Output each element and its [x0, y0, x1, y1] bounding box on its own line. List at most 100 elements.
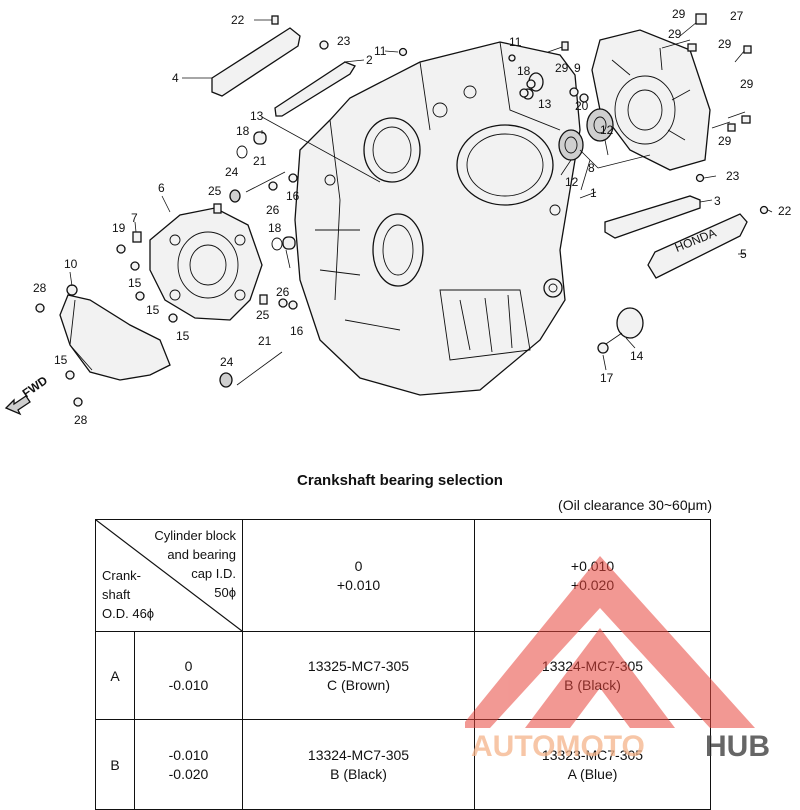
- callout-21: 21: [253, 154, 267, 168]
- col-header-line: +0.010: [570, 557, 615, 574]
- callout-5: 5: [740, 247, 747, 261]
- callout-18-b: 18: [517, 64, 531, 78]
- cylinder-block: [294, 41, 581, 396]
- bearing-cell: 13324-MC7-305 B (Black): [242, 719, 475, 810]
- bearing-cell: 13325-MC7-305 C (Brown): [242, 631, 475, 720]
- callout-25: 25: [208, 184, 222, 198]
- fwd-arrow: FWD: [4, 373, 51, 416]
- table-corner-header: Cylinder block and bearing cap I.D. 50ϕ …: [95, 519, 243, 632]
- corner-bottom-line: O.D. 46ϕ: [102, 606, 155, 621]
- od-range-line: 0: [184, 657, 193, 674]
- bearing-color-code: B (Black): [564, 676, 621, 693]
- corner-top-line: and bearing: [167, 547, 236, 562]
- callout-29-e: 29: [740, 77, 754, 91]
- callout-12: 12: [600, 123, 614, 137]
- watermark-text-right: HUB: [705, 730, 770, 763]
- callout-1: 1: [590, 186, 597, 200]
- bearing-part-number: 13325-MC7-305: [307, 657, 410, 674]
- callout-15-d: 15: [54, 353, 68, 367]
- callout-7: 7: [131, 211, 138, 225]
- col-header-line: +0.020: [570, 576, 615, 593]
- bearing-color-code: C (Brown): [326, 676, 390, 693]
- table-row: B -0.010 -0.020 13324-MC7-305 B (Black) …: [95, 719, 711, 810]
- bearing-cell: 13323-MC7-305 A (Blue): [474, 719, 711, 810]
- corner-bottom-line: Crank-: [102, 568, 142, 583]
- corner-bottom-line: shaft: [102, 587, 131, 602]
- callout-29-f: 29: [718, 134, 732, 148]
- callout-29-b: 29: [672, 7, 686, 21]
- timing-belt-cover: [59, 294, 171, 381]
- callout-19: 19: [112, 221, 126, 235]
- exploded-crankcase-diagram: HONDA: [4, 7, 792, 427]
- callout-23-b: 23: [726, 169, 740, 183]
- callout-18: 18: [236, 124, 250, 138]
- corner-top-line: cap I.D.: [191, 566, 236, 581]
- bearing-cell: 13324-MC7-305 B (Black): [474, 631, 711, 720]
- callout-13: 13: [250, 109, 264, 123]
- callout-17: 17: [600, 371, 614, 385]
- callout-15-c: 15: [176, 329, 190, 343]
- callout-4: 4: [172, 71, 179, 85]
- fasteners: [35, 13, 769, 407]
- front-cover-plate: [149, 207, 263, 321]
- callout-22: 22: [231, 13, 245, 27]
- callout-13-b: 13: [538, 97, 552, 111]
- callout-labels: 22 23 4 2 11 11 18 13 18 13 29 9 20 29 2…: [33, 7, 792, 427]
- callout-15: 15: [128, 276, 142, 290]
- callout-24-b: 24: [220, 355, 234, 369]
- od-range: -0.010 -0.020: [135, 720, 242, 809]
- callout-3: 3: [714, 194, 721, 208]
- row-header-b: B -0.010 -0.020: [95, 719, 243, 810]
- bearing-color-code: A (Blue): [567, 765, 618, 782]
- bearing-part-number: 13324-MC7-305: [307, 746, 410, 763]
- callout-12-b: 12: [565, 175, 579, 189]
- callout-26: 26: [266, 203, 280, 217]
- col-header-1: 0 +0.010: [242, 519, 475, 632]
- callout-6: 6: [158, 181, 165, 195]
- table-row: A 0 -0.010 13325-MC7-305 C (Brown) 13324…: [95, 631, 711, 720]
- callout-15-b: 15: [146, 303, 160, 317]
- grade-label: B: [96, 720, 135, 809]
- callout-10: 10: [64, 257, 78, 271]
- od-range-line: -0.010: [168, 676, 209, 693]
- oil-pressure-sensor: [597, 307, 644, 354]
- callout-16-b: 16: [290, 324, 304, 338]
- od-range: 0 -0.010: [135, 632, 242, 719]
- corner-top-line: Cylinder block: [154, 528, 236, 543]
- od-range-line: -0.020: [168, 765, 209, 782]
- grade-label: A: [96, 632, 135, 719]
- oil-pan-brackets: HONDA: [211, 27, 748, 279]
- callout-26-b: 26: [276, 285, 290, 299]
- callout-21-b: 21: [258, 334, 272, 348]
- bearing-color-code: B (Black): [330, 765, 387, 782]
- callout-28-b: 28: [74, 413, 88, 427]
- callout-24: 24: [225, 165, 239, 179]
- corner-row-label: Crank- shaft O.D. 46ϕ: [102, 566, 154, 623]
- bearing-part-number: 13324-MC7-305: [541, 657, 644, 674]
- col-header-line: 0: [354, 557, 363, 574]
- callout-11: 11: [374, 44, 387, 58]
- leader-lines: [69, 50, 773, 371]
- row-header-a: A 0 -0.010: [95, 631, 243, 720]
- col-header-2: +0.010 +0.020: [474, 519, 711, 632]
- callout-20: 20: [575, 99, 589, 113]
- corner-diagonal: [96, 520, 242, 631]
- corner-col-label: Cylinder block and bearing cap I.D. 50ϕ: [154, 526, 236, 602]
- oil-clearance-note: (Oil clearance 30~60μm): [558, 497, 712, 513]
- od-range-line: -0.010: [168, 746, 209, 763]
- col-header-line: +0.010: [336, 576, 381, 593]
- corner-top-line: 50ϕ: [214, 585, 236, 600]
- callout-9: 9: [574, 61, 581, 75]
- callout-2: 2: [366, 53, 373, 67]
- table-title: Crankshaft bearing selection: [297, 472, 503, 489]
- callout-16: 16: [286, 189, 300, 203]
- callout-18-c: 18: [268, 221, 282, 235]
- rear-cover: [591, 29, 711, 171]
- callout-25-b: 25: [256, 308, 270, 322]
- callout-14: 14: [630, 349, 644, 363]
- callout-29-d: 29: [718, 37, 732, 51]
- fwd-label: FWD: [20, 373, 51, 400]
- callout-29: 29: [555, 61, 569, 75]
- callout-23: 23: [337, 34, 351, 48]
- callout-29-c: 29: [668, 27, 682, 41]
